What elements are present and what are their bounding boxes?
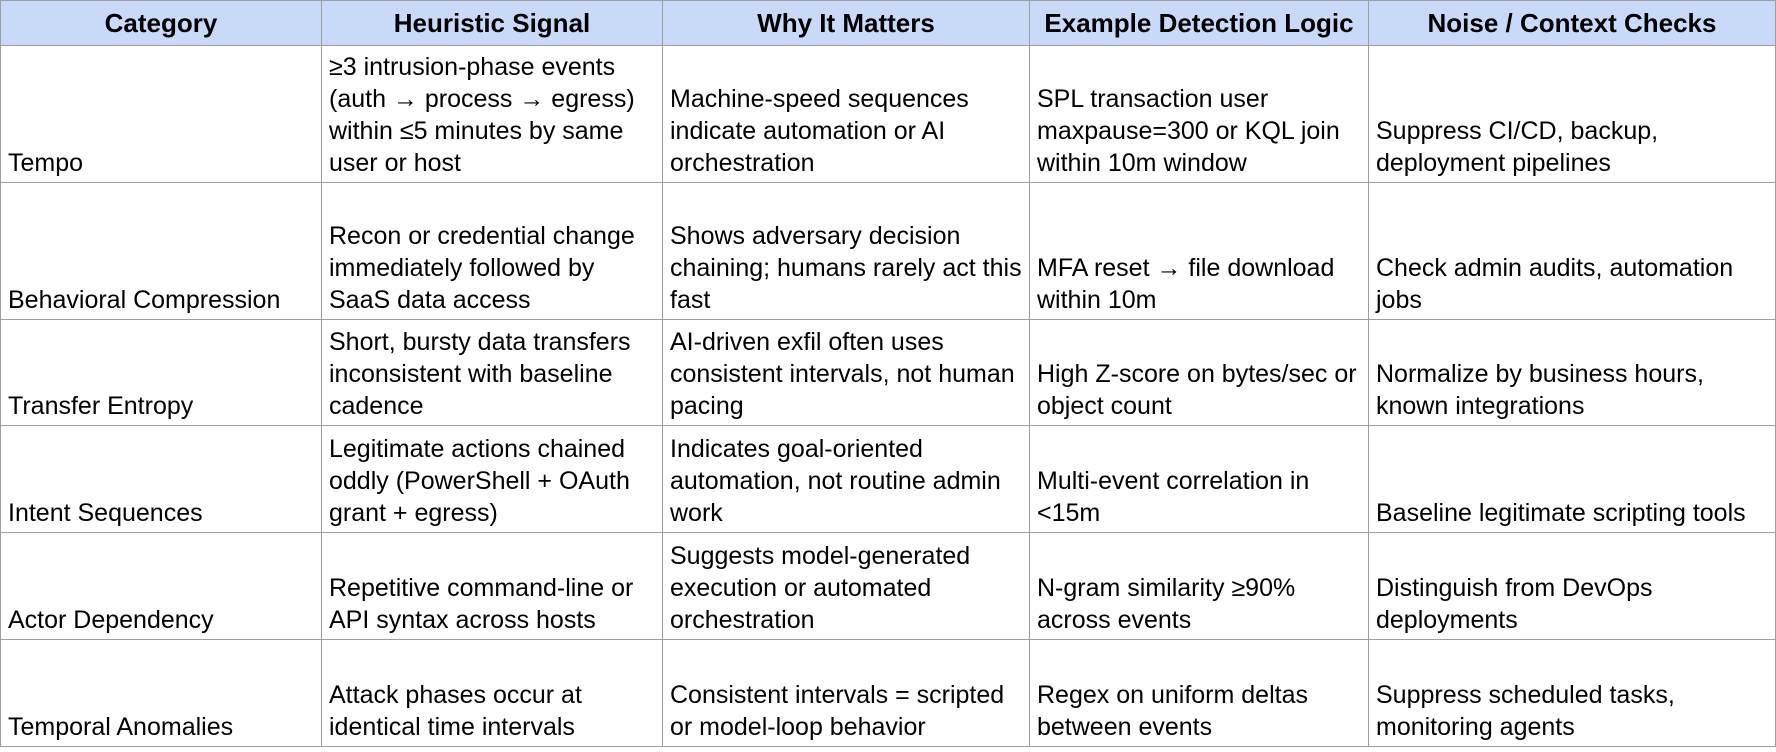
table-row: Tempo ≥3 intrusion-phase events (auth → … <box>0 45 1776 183</box>
cell-heuristic-signal: Repetitive command-line or API syntax ac… <box>321 532 663 640</box>
header-row: Category Heuristic Signal Why It Matters… <box>0 0 1776 46</box>
cell-why-it-matters: Shows adversary decision chaining; human… <box>662 182 1030 320</box>
cell-why-it-matters: AI-driven exfil often uses consistent in… <box>662 319 1030 426</box>
cell-example-detection-logic: N-gram similarity ≥90% across events <box>1029 532 1369 640</box>
cell-heuristic-signal: ≥3 intrusion-phase events (auth → proces… <box>321 45 663 183</box>
header-example-detection-logic: Example Detection Logic <box>1029 0 1369 46</box>
cell-heuristic-signal: Attack phases occur at identical time in… <box>321 639 663 747</box>
cell-heuristic-signal: Short, bursty data transfers inconsisten… <box>321 319 663 426</box>
header-why-it-matters: Why It Matters <box>662 0 1030 46</box>
table-row: Intent Sequences Legitimate actions chai… <box>0 425 1776 533</box>
cell-noise-context-checks: Check admin audits, automation jobs <box>1368 182 1776 320</box>
cell-noise-context-checks: Suppress scheduled tasks, monitoring age… <box>1368 639 1776 747</box>
table-body: Tempo ≥3 intrusion-phase events (auth → … <box>0 45 1776 747</box>
cell-category: Transfer Entropy <box>0 319 322 426</box>
cell-category: Actor Dependency <box>0 532 322 640</box>
cell-category: Tempo <box>0 45 322 183</box>
cell-example-detection-logic: SPL transaction user maxpause=300 or KQL… <box>1029 45 1369 183</box>
page-bottom-edge <box>0 748 1776 752</box>
cell-noise-context-checks: Suppress CI/CD, backup, deployment pipel… <box>1368 45 1776 183</box>
table-header: Category Heuristic Signal Why It Matters… <box>0 0 1776 46</box>
cell-why-it-matters: Suggests model-generated execution or au… <box>662 532 1030 640</box>
header-category: Category <box>0 0 322 46</box>
cell-why-it-matters: Consistent intervals = scripted or model… <box>662 639 1030 747</box>
cell-example-detection-logic: Multi-event correlation in <15m <box>1029 425 1369 533</box>
cell-example-detection-logic: High Z-score on bytes/sec or object coun… <box>1029 319 1369 426</box>
cell-example-detection-logic: Regex on uniform deltas between events <box>1029 639 1369 747</box>
table-row: Temporal Anomalies Attack phases occur a… <box>0 639 1776 747</box>
cell-heuristic-signal: Recon or credential change immediately f… <box>321 182 663 320</box>
cell-example-detection-logic: MFA reset → file download within 10m <box>1029 182 1369 320</box>
table-row: Transfer Entropy Short, bursty data tran… <box>0 319 1776 426</box>
cell-why-it-matters: Indicates goal-oriented automation, not … <box>662 425 1030 533</box>
cell-noise-context-checks: Normalize by business hours, known integ… <box>1368 319 1776 426</box>
cell-noise-context-checks: Distinguish from DevOps deployments <box>1368 532 1776 640</box>
header-noise-context-checks: Noise / Context Checks <box>1368 0 1776 46</box>
cell-noise-context-checks: Baseline legitimate scripting tools <box>1368 425 1776 533</box>
table-row: Behavioral Compression Recon or credenti… <box>0 182 1776 320</box>
header-heuristic-signal: Heuristic Signal <box>321 0 663 46</box>
cell-category: Intent Sequences <box>0 425 322 533</box>
cell-why-it-matters: Machine-speed sequences indicate automat… <box>662 45 1030 183</box>
cell-heuristic-signal: Legitimate actions chained oddly (PowerS… <box>321 425 663 533</box>
table-row: Actor Dependency Repetitive command-line… <box>0 532 1776 640</box>
cell-category: Behavioral Compression <box>0 182 322 320</box>
cell-category: Temporal Anomalies <box>0 639 322 747</box>
